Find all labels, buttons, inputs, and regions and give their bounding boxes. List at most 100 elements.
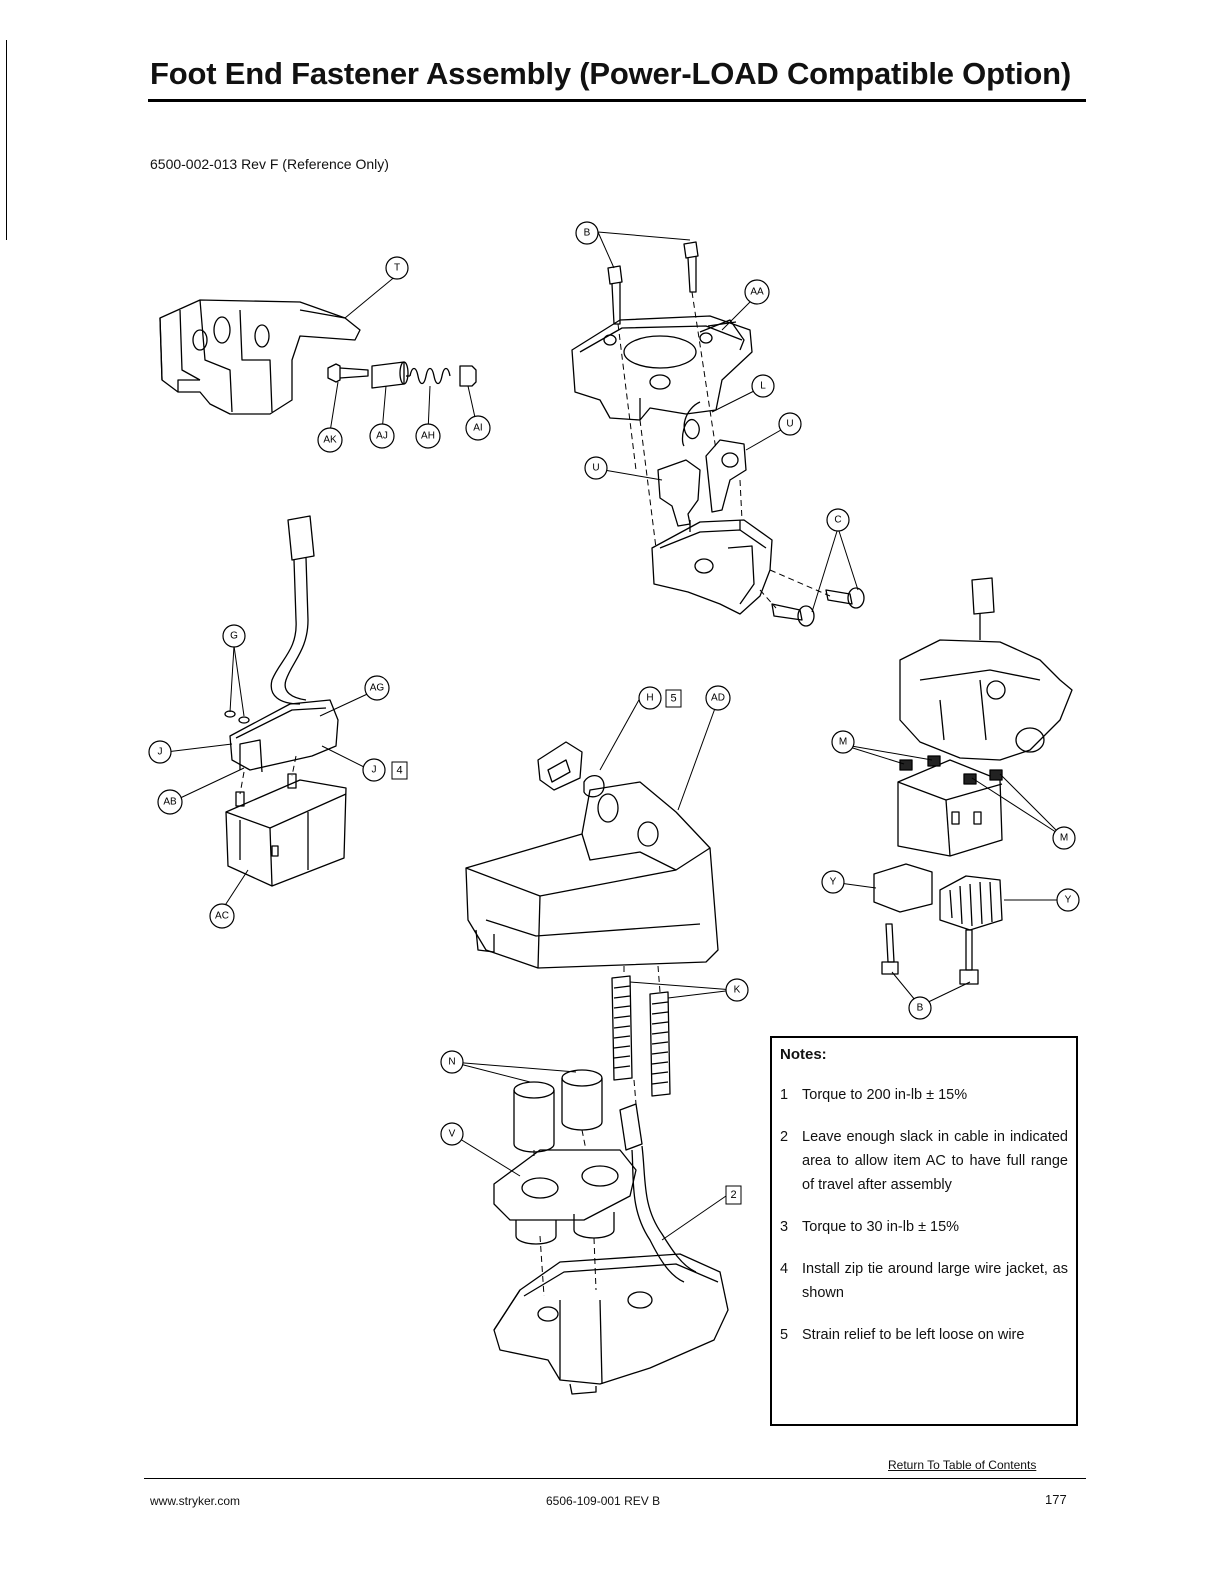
svg-text:V: V [449,1129,456,1140]
spring-part [611,975,671,1097]
lower-base-part [651,519,773,615]
svg-text:M: M [839,737,847,748]
svg-text:AK: AK [323,435,337,446]
note-text: Torque to 200 in-lb ± 15% [802,1087,968,1103]
svg-text:K: K [734,985,741,996]
callout-H: H [638,686,662,710]
svg-text:L: L [760,381,766,392]
torsion-spring-part [681,401,701,447]
title-rule [148,99,1086,102]
svg-text:J: J [372,765,377,776]
svg-text:C: C [834,515,841,526]
note-flag-5: 5 [665,689,682,708]
note-item: 1 Torque to 200 in-lb ± 15% [780,1083,1068,1107]
svg-text:AI: AI [473,423,482,434]
note-text: Strain relief to be left loose on wire [802,1327,1025,1343]
callout-AA: AA [744,279,770,305]
screw-part [771,587,865,627]
note-text: Install zip tie around large wire jacket… [802,1261,1068,1301]
cover-part [465,781,719,969]
svg-text:N: N [448,1057,455,1068]
svg-text:T: T [394,263,400,274]
callout-G: G [222,624,246,648]
callout-N: N [440,1050,464,1074]
svg-text:4: 4 [396,765,402,777]
svg-text:Y: Y [1065,895,1072,906]
pin-part [327,363,369,383]
svg-text:AG: AG [370,683,385,694]
cable-connector-part [270,515,315,705]
right-housing-part [899,639,1073,761]
scan-edge-left [6,40,7,240]
note-number: 4 [780,1261,789,1277]
strain-relief-part [537,741,605,798]
callout-L: L [751,374,775,398]
set-screw-part [899,755,1003,785]
callout-AB: AB [157,789,183,815]
right-block-part [897,759,1003,857]
svg-text:AA: AA [750,287,764,298]
return-to-toc-link[interactable]: Return To Table of Contents [888,1458,1037,1472]
screw-part [607,241,699,325]
callout-J-left: J [148,740,172,764]
svg-text:2: 2 [730,1189,736,1201]
svg-text:U: U [786,419,793,430]
note-item: 3 Torque to 30 in-lb ± 15% [780,1215,1068,1239]
note-number: 3 [780,1219,789,1235]
note-number: 2 [780,1129,789,1145]
callout-AG: AG [364,675,390,701]
svg-text:AD: AD [711,693,725,704]
plate-part [493,1149,637,1245]
document-reference: 6500-002-013 Rev F (Reference Only) [150,156,389,172]
svg-text:J: J [158,747,163,758]
right-connector-part [971,577,995,640]
note-item: 5 Strain relief to be left loose on wire [780,1323,1068,1347]
svg-text:AH: AH [421,431,435,442]
notes-box: Notes: 1 Torque to 200 in-lb ± 15% 2 Lea… [770,1036,1078,1426]
cam-part [657,439,747,527]
sleeve-part [371,361,409,389]
callout-U-left: U [584,456,608,480]
cap-part [459,365,477,387]
screw-part [881,923,979,985]
callout-Y-left: Y [821,870,845,894]
footer-website: www.stryker.com [150,1494,241,1508]
spring-part [406,367,451,385]
callout-U-right: U [778,412,802,436]
note-text: Leave enough slack in cable in indicated… [802,1129,1068,1193]
note-item: 4 Install zip tie around large wire jack… [780,1257,1068,1305]
svg-text:G: G [230,631,238,642]
svg-text:B: B [917,1003,924,1014]
callout-M-left: M [831,730,855,754]
note-number: 1 [780,1087,789,1103]
switch-housing-part [224,699,339,773]
callout-AD: AD [705,685,731,711]
svg-text:5: 5 [670,693,676,705]
callout-B-bottom: B [908,996,932,1020]
page-number: 177 [1045,1492,1067,1507]
callout-Y-right: Y [1056,888,1080,912]
callout-V: V [440,1122,464,1146]
svg-text:B: B [584,228,591,239]
wire-connector-part [619,1103,697,1283]
note-number: 5 [780,1327,789,1343]
upper-housing-part [571,315,753,421]
callout-J-right: J [362,758,386,782]
svg-text:AC: AC [215,911,229,922]
callout-AH: AH [415,423,441,449]
footer-manual-number: 6506-109-001 REV B [546,1494,661,1508]
footer-rule [144,1478,1086,1479]
callout-AJ: AJ [369,423,395,449]
callout-M-right: M [1052,826,1076,850]
page-title: Foot End Fastener Assembly (Power-LOAD C… [150,56,1071,91]
note-flag-2: 2 [725,1185,742,1205]
notes-heading: Notes: [780,1046,827,1063]
note-text: Torque to 30 in-lb ± 15% [802,1219,960,1235]
callout-B-top: B [575,221,599,245]
svg-text:Y: Y [830,877,837,888]
callout-C: C [826,508,850,532]
svg-text:M: M [1060,833,1068,844]
callout-AI: AI [465,415,491,441]
callout-AC: AC [209,903,235,929]
